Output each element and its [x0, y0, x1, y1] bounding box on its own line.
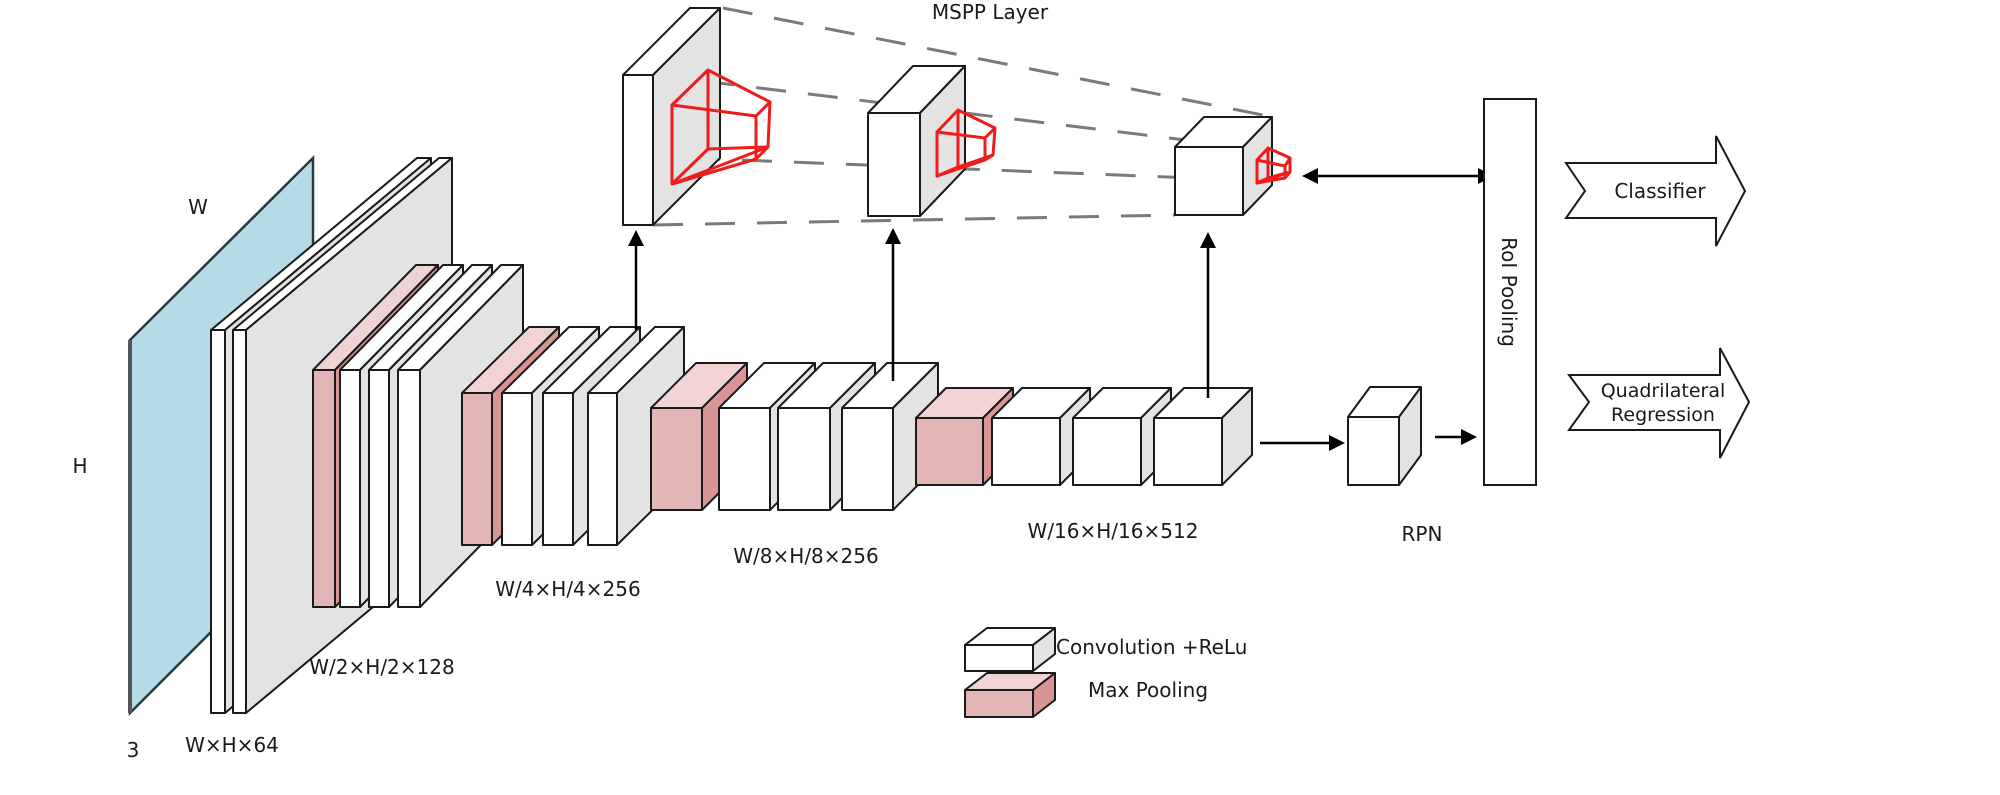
arrow-head	[885, 228, 901, 244]
legend-conv-swatch-front-face	[964, 644, 1034, 672]
stage-4-conv-1-front-face	[718, 407, 771, 511]
stage-4-conv-3-front-face	[841, 407, 894, 511]
quadrilateral-regression-output-arrow: Quadrilateral Regression	[1567, 347, 1751, 459]
roi-pooling-box: RoI Pooling	[1483, 98, 1537, 486]
mspp-block-3-front-face	[1174, 146, 1244, 216]
kernel-edge	[936, 165, 959, 178]
mspp-kernel-1	[670, 68, 772, 186]
legend: Convolution +ReLu Max Pooling	[964, 627, 1247, 718]
stage-4-conv-2-front-face	[777, 407, 831, 511]
stage-2-max-pool-front-face	[312, 369, 336, 608]
kernel-edge	[754, 145, 770, 161]
projection-line-1	[722, 6, 1274, 119]
rpn-block-front-face	[1347, 416, 1400, 486]
mspp-kernel-2	[935, 108, 997, 178]
stage-4-conv-3	[841, 362, 939, 511]
input-width-label: W	[188, 195, 208, 219]
stage-2-label: W/2×H/2×128	[309, 655, 454, 679]
kernel-edge	[1283, 157, 1292, 167]
stage-1-conv-2-front-face	[232, 329, 247, 714]
arrow-head	[1302, 168, 1318, 184]
mspp-block-1-front-face	[622, 74, 654, 226]
stage-3-conv-2-front-face	[542, 392, 574, 546]
stage-4-max-pool-front-face	[650, 407, 703, 511]
stage-3-conv-3-front-face	[587, 392, 618, 546]
mspp-layer-title: MSPP Layer	[932, 0, 1049, 24]
projection-line-2	[652, 73, 1244, 149]
arrow-rpn-to-roi-pooling	[1435, 429, 1477, 445]
stage-2-conv-2-front-face	[368, 369, 390, 608]
stage-3-label: W/4×H/4×256	[495, 577, 640, 601]
stage-5-label: W/16×H/16×512	[1028, 519, 1199, 543]
stage-2-conv-3-front-face	[397, 369, 421, 608]
regression-label: Regression	[1611, 404, 1715, 426]
feature-blocks	[128, 7, 1422, 717]
legend-conv-label: Convolution +ReLu	[1056, 635, 1247, 659]
legend-pool-swatch	[964, 672, 1056, 718]
stage-1-label: W×H×64	[185, 733, 279, 757]
arrow-mspp-to-roi-bidirectional	[1302, 168, 1494, 184]
stage-4-label: W/8×H/8×256	[733, 544, 878, 568]
legend-pool-swatch-front-face	[964, 689, 1034, 718]
input-channels-label: 3	[127, 738, 140, 762]
stage-1-conv-1-front-face	[210, 329, 226, 714]
arrow-head	[628, 230, 644, 246]
stage-5	[915, 387, 1253, 486]
mspp-kernel-3	[1255, 146, 1292, 185]
stage-3-conv-1-front-face	[501, 392, 533, 546]
rpn-label: RPN	[1402, 522, 1443, 546]
projection-line-4	[652, 213, 1176, 227]
stage-5-conv-2-front-face	[1072, 417, 1142, 486]
arrow-stage5-to-rpn	[1260, 435, 1345, 451]
stage-5-conv-3	[1153, 387, 1253, 486]
mspp-block-2	[867, 65, 997, 217]
arrow-stage5-to-mspp-3	[1200, 232, 1216, 398]
classifier-output-arrow: Classifier	[1564, 135, 1747, 247]
arrows	[628, 168, 1494, 451]
stage-5-max-pool-front-face	[915, 417, 984, 486]
mspp-projection-lines	[652, 6, 1274, 227]
stage-3-max-pool-front-face	[461, 392, 493, 546]
mspp-block-3	[1174, 116, 1292, 216]
stage-4	[650, 362, 939, 511]
legend-pool-label: Max Pooling	[1088, 678, 1208, 702]
stage-5-conv-3-front-face	[1153, 417, 1223, 486]
kernel-edge	[754, 100, 772, 118]
kernel-edge	[983, 126, 997, 140]
stage-5-conv-1-front-face	[991, 417, 1061, 486]
arrow-head	[1461, 429, 1477, 445]
mspp-block-1	[622, 7, 772, 226]
roi-pooling-label: RoI Pooling	[1497, 237, 1521, 347]
kernel-edge	[1256, 176, 1269, 185]
input-height-label: H	[72, 454, 87, 478]
quadrilateral-label: Quadrilateral	[1601, 380, 1726, 402]
classifier-label: Classifier	[1614, 179, 1706, 203]
legend-conv-swatch	[964, 627, 1056, 672]
arrow-head	[1200, 232, 1216, 248]
arrow-stage4-to-mspp-2	[885, 228, 901, 381]
kernel-edge	[670, 147, 710, 186]
stage-2-conv-1-front-face	[339, 369, 361, 608]
mspp-block-2-front-face	[867, 112, 921, 217]
projection-line-3	[689, 156, 1244, 182]
rpn-block	[1347, 386, 1422, 486]
arrow-stage3-to-mspp-1	[628, 230, 644, 330]
arrow-head	[1329, 435, 1345, 451]
